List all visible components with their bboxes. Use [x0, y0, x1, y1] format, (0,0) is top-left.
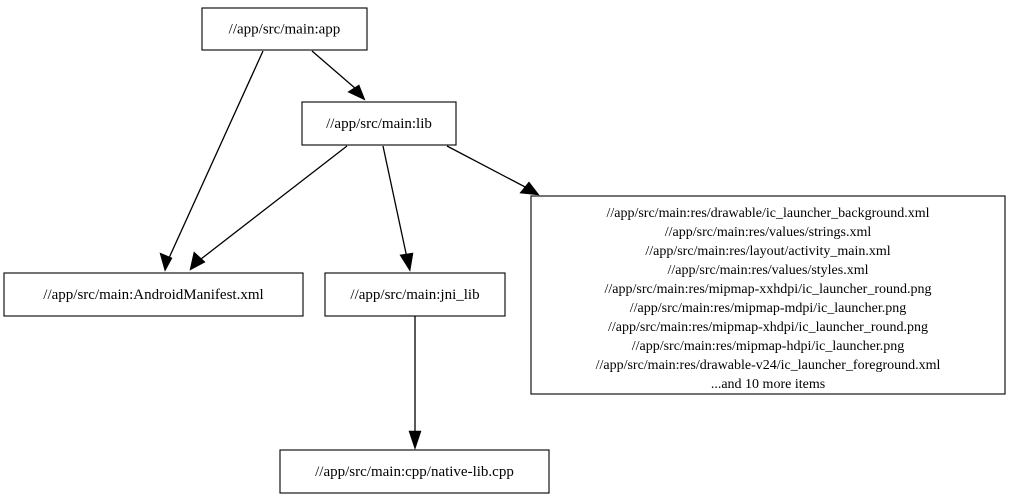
arrowhead-icon [189, 251, 206, 271]
node-android-manifest[interactable]: //app/src/main:AndroidManifest.xml [3, 272, 304, 317]
edge-line [168, 50, 264, 259]
edge-line [382, 145, 408, 259]
edge-lib-to-manifest [189, 145, 348, 271]
resource-line: //app/src/main:res/drawable/ic_launcher_… [606, 206, 929, 221]
edge-app-to-manifest [159, 50, 264, 272]
node-lib[interactable]: //app/src/main:lib [301, 101, 457, 146]
node-resources[interactable]: //app/src/main:res/drawable/ic_launcher_… [530, 195, 1006, 395]
edge-line [446, 145, 528, 189]
graph-edges [159, 50, 540, 450]
edge-line [311, 50, 357, 90]
arrowhead-icon [347, 84, 366, 101]
node-box[interactable] [279, 449, 550, 494]
edge-app-to-lib [311, 50, 366, 101]
resource-line: //app/src/main:res/values/styles.xml [667, 263, 868, 278]
arrowhead-icon [408, 430, 422, 450]
node-box[interactable] [3, 272, 304, 317]
node-label: //app/src/main:lib [326, 116, 432, 132]
edge-line [200, 145, 348, 260]
arrowhead-icon [519, 181, 540, 196]
node-label: //app/src/main:jni_lib [350, 287, 479, 303]
node-label: //app/src/main:AndroidManifest.xml [43, 287, 263, 303]
node-box[interactable] [530, 195, 1006, 395]
node-jni-lib[interactable]: //app/src/main:jni_lib [324, 272, 506, 317]
node-box[interactable] [201, 7, 368, 51]
resource-line: //app/src/main:res/values/strings.xml [665, 225, 872, 240]
edge-lib-to-resources [446, 145, 540, 196]
resource-line: //app/src/main:res/drawable-v24/ic_launc… [596, 358, 941, 373]
resource-line: //app/src/main:res/layout/activity_main.… [645, 244, 890, 259]
node-box[interactable] [301, 101, 457, 146]
node-box[interactable] [324, 272, 506, 317]
edge-lib-to-jni_lib [382, 145, 414, 272]
edge-jni_lib-to-native_lib [408, 316, 422, 450]
arrowhead-icon [399, 252, 414, 272]
node-label: //app/src/main:cpp/native-lib.cpp [315, 464, 514, 480]
node-native-lib-cpp[interactable]: //app/src/main:cpp/native-lib.cpp [279, 449, 550, 494]
resource-line: //app/src/main:res/mipmap-mdpi/ic_launch… [630, 301, 906, 316]
resource-line: //app/src/main:res/mipmap-hdpi/ic_launch… [632, 339, 905, 354]
resource-line: //app/src/main:res/mipmap-xxhdpi/ic_laun… [605, 282, 932, 297]
resource-line: //app/src/main:res/mipmap-xhdpi/ic_launc… [608, 320, 928, 335]
node-label: //app/src/main:app [229, 21, 341, 37]
arrowhead-icon [159, 252, 173, 272]
node-app[interactable]: //app/src/main:app [201, 7, 368, 51]
graph-nodes: //app/src/main:app //app/src/main:lib //… [3, 7, 1006, 494]
resource-line-more: ...and 10 more items [711, 377, 825, 392]
